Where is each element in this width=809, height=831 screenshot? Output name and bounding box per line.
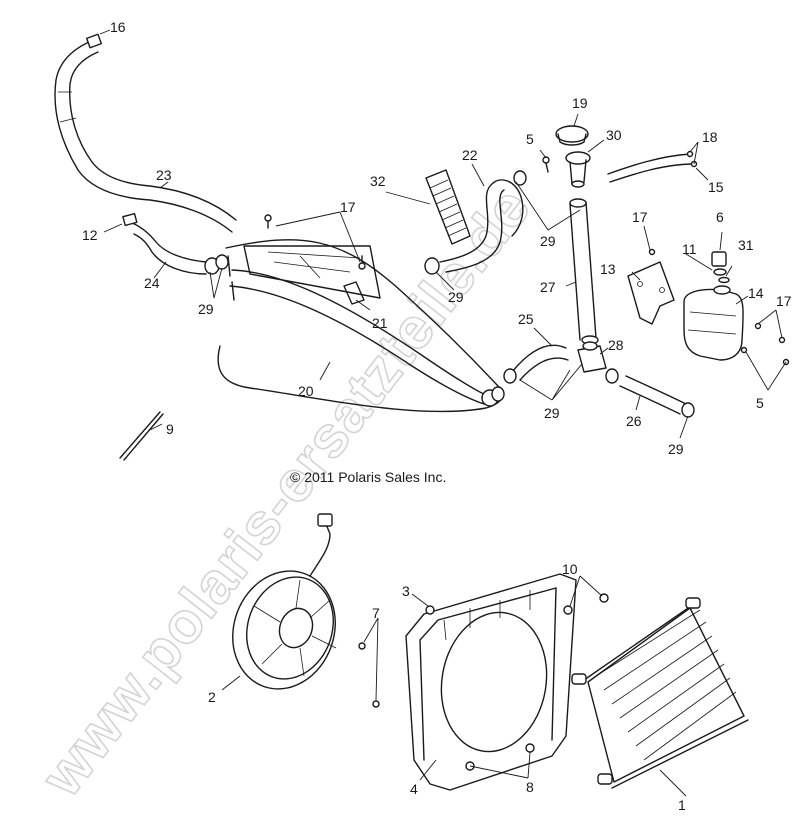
callout-19: 19 xyxy=(572,95,588,111)
fan-fasteners xyxy=(358,642,380,708)
shroud-bolts xyxy=(563,593,609,615)
callout-29-lower: 29 xyxy=(544,405,560,421)
callout-17-mid: 17 xyxy=(632,209,648,225)
lower-hoses xyxy=(503,341,695,418)
vertical-pipe xyxy=(569,198,599,345)
copyright-text: © 2011 Polaris Sales Inc. xyxy=(290,469,446,485)
callout-13: 13 xyxy=(600,261,616,277)
callout-7: 7 xyxy=(372,605,380,621)
coolant-reservoir xyxy=(683,251,744,361)
corrugated-sleeve xyxy=(425,169,471,245)
hose-short-24 xyxy=(122,212,207,275)
hose-clamp-16 xyxy=(85,33,103,49)
radiator xyxy=(571,597,749,789)
callout-6: 6 xyxy=(716,209,724,225)
callout-2: 2 xyxy=(208,689,216,705)
callout-21: 21 xyxy=(372,315,388,331)
callout-9: 9 xyxy=(166,421,174,437)
callout-10: 10 xyxy=(562,561,578,577)
callout-3: 3 xyxy=(402,583,410,599)
callout-14: 14 xyxy=(748,285,764,301)
callout-28: 28 xyxy=(608,337,624,353)
hose-clamps-left xyxy=(204,254,229,275)
s-hose-22 xyxy=(424,170,527,275)
callout-22: 22 xyxy=(462,147,478,163)
radiator-shroud xyxy=(405,573,577,791)
callout-27: 27 xyxy=(540,279,556,295)
callout-23: 23 xyxy=(156,167,172,183)
twin-pipes xyxy=(607,150,698,183)
cooling-fan xyxy=(232,513,337,690)
callout-25: 25 xyxy=(518,311,534,327)
bolts-17-left xyxy=(264,214,366,270)
callout-29-pipe: 29 xyxy=(540,233,556,249)
leader-lines-upper xyxy=(99,29,787,439)
hose-clamp-12 xyxy=(122,212,138,227)
callout-29-left: 29 xyxy=(198,301,214,317)
callout-16: 16 xyxy=(110,19,126,35)
callout-8: 8 xyxy=(526,779,534,795)
reservoir-cap xyxy=(711,251,727,267)
callout-26: 26 xyxy=(626,413,642,429)
bracket-13 xyxy=(627,261,675,325)
callout-1: 1 xyxy=(678,797,686,813)
callout-17-left: 17 xyxy=(340,199,356,215)
hose-long-upper xyxy=(54,33,237,233)
leader-lines-lower xyxy=(221,575,687,797)
callout-32: 32 xyxy=(370,173,386,189)
bolt-5-upper xyxy=(542,156,550,173)
tube-assembly xyxy=(217,239,505,413)
callout-29-right: 29 xyxy=(668,441,684,457)
callout-15: 15 xyxy=(708,179,724,195)
callout-17-right: 17 xyxy=(776,293,792,309)
callout-4: 4 xyxy=(410,781,418,797)
callout-labels: 16 23 12 24 29 17 21 20 9 32 22 29 5 19 … xyxy=(82,19,792,813)
callout-20: 20 xyxy=(298,383,314,399)
callout-5-right: 5 xyxy=(756,395,764,411)
callout-30: 30 xyxy=(606,127,622,143)
callout-5-upper: 5 xyxy=(526,131,534,147)
cable-tie xyxy=(119,411,164,461)
callout-18: 18 xyxy=(702,129,718,145)
callout-11: 11 xyxy=(682,241,697,257)
callout-29-mid: 29 xyxy=(448,289,464,305)
callout-24: 24 xyxy=(144,275,160,291)
filler-neck xyxy=(555,125,591,188)
callout-31: 31 xyxy=(738,237,754,253)
callout-12: 12 xyxy=(82,227,98,243)
